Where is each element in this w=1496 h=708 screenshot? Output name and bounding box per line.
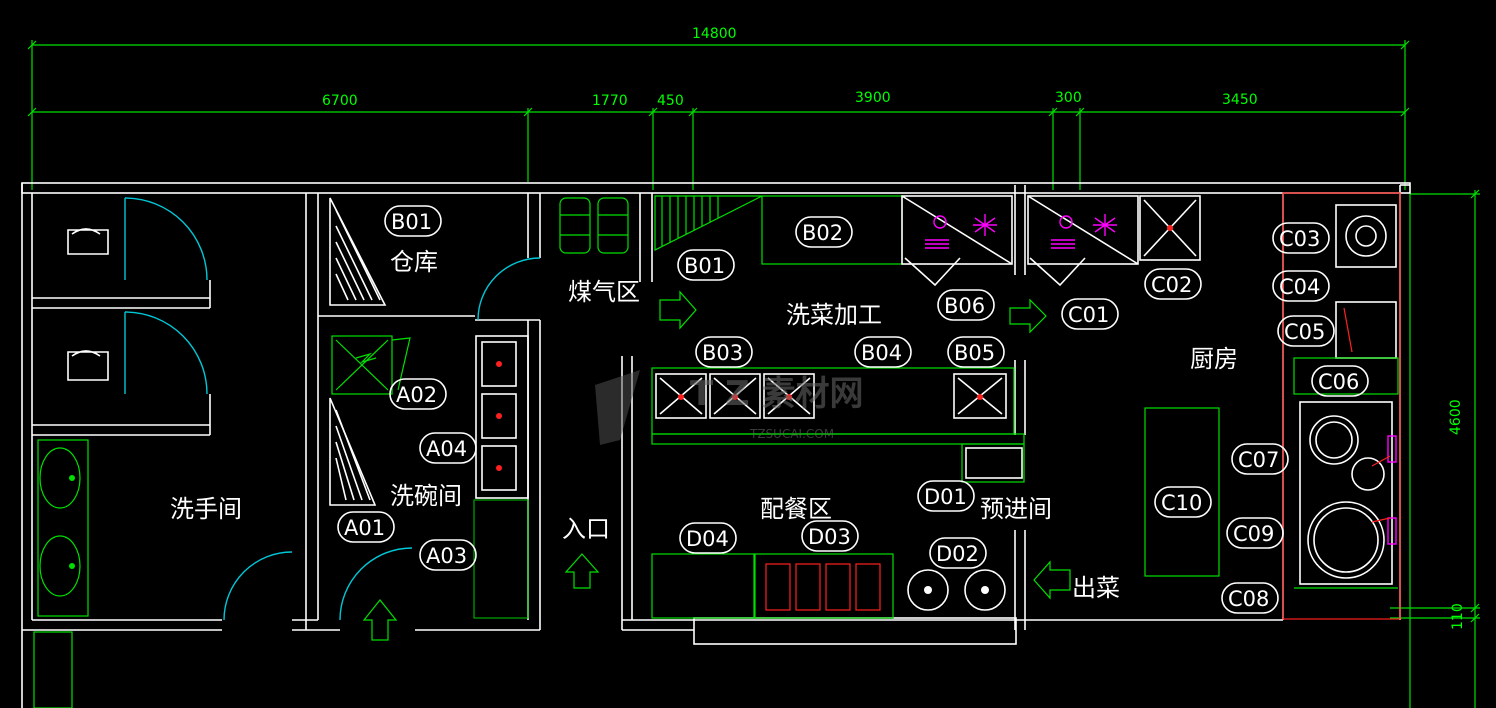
tag-c01: C01 bbox=[1061, 298, 1119, 330]
watermark: T Z 素材网 TZSUCAI.COM bbox=[595, 370, 864, 445]
tag-b01-a: B01 bbox=[384, 205, 442, 237]
svg-text:D03: D03 bbox=[808, 525, 851, 549]
watermark-sub: TZSUCAI.COM bbox=[749, 427, 834, 441]
serving-area-fixtures bbox=[651, 553, 1006, 619]
svg-text:C02: C02 bbox=[1151, 273, 1192, 297]
equipment-tags: B01 B01 B02 B03 B04 B05 B06 C01 C02 C03 … bbox=[337, 205, 1369, 614]
svg-text:B01: B01 bbox=[684, 254, 725, 278]
veg-processing-fixtures bbox=[651, 195, 1201, 483]
dim-300: 300 bbox=[1055, 90, 1082, 106]
svg-text:A04: A04 bbox=[426, 437, 467, 461]
dim-450: 450 bbox=[657, 93, 684, 109]
watermark-main: T Z 素材网 bbox=[690, 374, 864, 414]
svg-text:D01: D01 bbox=[924, 485, 967, 509]
room-label-pre-entry: 预进间 bbox=[980, 495, 1052, 523]
toilet-icon bbox=[67, 228, 109, 255]
tag-c06: C06 bbox=[1311, 365, 1369, 397]
tag-a01: A01 bbox=[337, 511, 395, 543]
room-label-veg-processing: 洗菜加工 bbox=[786, 301, 882, 329]
svg-text:C07: C07 bbox=[1238, 448, 1279, 472]
dim-total: 14800 bbox=[692, 26, 737, 42]
svg-text:A01: A01 bbox=[344, 516, 385, 540]
room-labels: 洗手间 仓库 煤气区 洗菜加工 厨房 洗碗间 入口 配餐区 预进间 出菜 bbox=[170, 248, 1238, 602]
dim-1770: 1770 bbox=[592, 93, 628, 109]
svg-text:B01: B01 bbox=[391, 210, 432, 234]
sink-icon bbox=[39, 447, 81, 509]
svg-text:C04: C04 bbox=[1279, 275, 1320, 299]
room-label-gas-area: 煤气区 bbox=[568, 278, 640, 306]
svg-text:C03: C03 bbox=[1279, 227, 1320, 251]
svg-text:C09: C09 bbox=[1233, 522, 1274, 546]
svg-text:B03: B03 bbox=[702, 341, 743, 365]
svg-text:B02: B02 bbox=[802, 221, 843, 245]
room-label-dish-washing: 洗碗间 bbox=[390, 482, 462, 510]
tag-b03: B03 bbox=[695, 336, 753, 368]
svg-text:C05: C05 bbox=[1284, 320, 1325, 344]
tag-c02: C02 bbox=[1144, 268, 1202, 300]
dimension-lines bbox=[27, 40, 1480, 708]
svg-text:C08: C08 bbox=[1228, 587, 1269, 611]
svg-text:D04: D04 bbox=[686, 527, 729, 551]
tag-b02: B02 bbox=[795, 216, 853, 248]
svg-text:B05: B05 bbox=[954, 341, 995, 365]
tag-c05: C05 bbox=[1277, 315, 1335, 347]
tag-c08: C08 bbox=[1221, 582, 1279, 614]
dim-3900: 3900 bbox=[855, 90, 891, 106]
toilet-icon bbox=[67, 350, 109, 381]
dim-6700: 6700 bbox=[322, 93, 358, 109]
room-label-entrance: 入口 bbox=[562, 515, 610, 543]
room-label-serving-area: 配餐区 bbox=[760, 495, 832, 523]
tag-d01: D01 bbox=[917, 480, 975, 512]
tag-a04: A04 bbox=[419, 432, 477, 464]
tag-d02: D02 bbox=[929, 537, 987, 569]
svg-text:C01: C01 bbox=[1068, 303, 1109, 327]
tag-d03: D03 bbox=[801, 520, 859, 552]
dishwash-fixtures bbox=[331, 335, 529, 619]
dim-4600: 4600 bbox=[1448, 399, 1464, 435]
tag-c10: C10 bbox=[1154, 486, 1212, 518]
tag-c09: C09 bbox=[1226, 517, 1284, 549]
flow-arrows bbox=[362, 290, 1071, 641]
svg-text:C10: C10 bbox=[1161, 491, 1202, 515]
tag-c03: C03 bbox=[1272, 222, 1330, 254]
tag-a03: A03 bbox=[419, 539, 477, 571]
dimension-labels: 14800 6700 1770 450 3900 300 3450 4600 1… bbox=[322, 26, 1466, 630]
dim-110: 110 bbox=[1450, 603, 1466, 630]
room-label-dish-out: 出菜 bbox=[1072, 574, 1120, 602]
room-label-kitchen: 厨房 bbox=[1190, 345, 1238, 373]
tag-a02: A02 bbox=[389, 378, 447, 410]
kitchen-fixtures bbox=[1144, 192, 1401, 620]
room-label-wash-hands: 洗手间 bbox=[170, 495, 242, 523]
svg-text:B06: B06 bbox=[944, 294, 985, 318]
tag-b06: B06 bbox=[937, 289, 995, 321]
svg-text:B04: B04 bbox=[861, 341, 902, 365]
dim-3450: 3450 bbox=[1222, 92, 1258, 108]
room-label-warehouse: 仓库 bbox=[390, 248, 438, 276]
sink-icon bbox=[39, 535, 81, 597]
restroom-fixtures bbox=[32, 228, 211, 708]
tag-c04: C04 bbox=[1272, 270, 1330, 302]
tag-b01-b: B01 bbox=[677, 249, 735, 281]
gas-cylinders bbox=[559, 195, 763, 254]
svg-text:C06: C06 bbox=[1318, 370, 1359, 394]
svg-text:A03: A03 bbox=[426, 544, 467, 568]
svg-text:A02: A02 bbox=[396, 383, 437, 407]
tag-d04: D04 bbox=[679, 522, 737, 554]
tag-b05: B05 bbox=[947, 336, 1005, 368]
tag-c07: C07 bbox=[1231, 443, 1289, 475]
warehouse-shelving bbox=[329, 197, 387, 506]
tag-b04: B04 bbox=[854, 336, 912, 368]
svg-text:D02: D02 bbox=[936, 542, 979, 566]
doors bbox=[124, 197, 1086, 621]
